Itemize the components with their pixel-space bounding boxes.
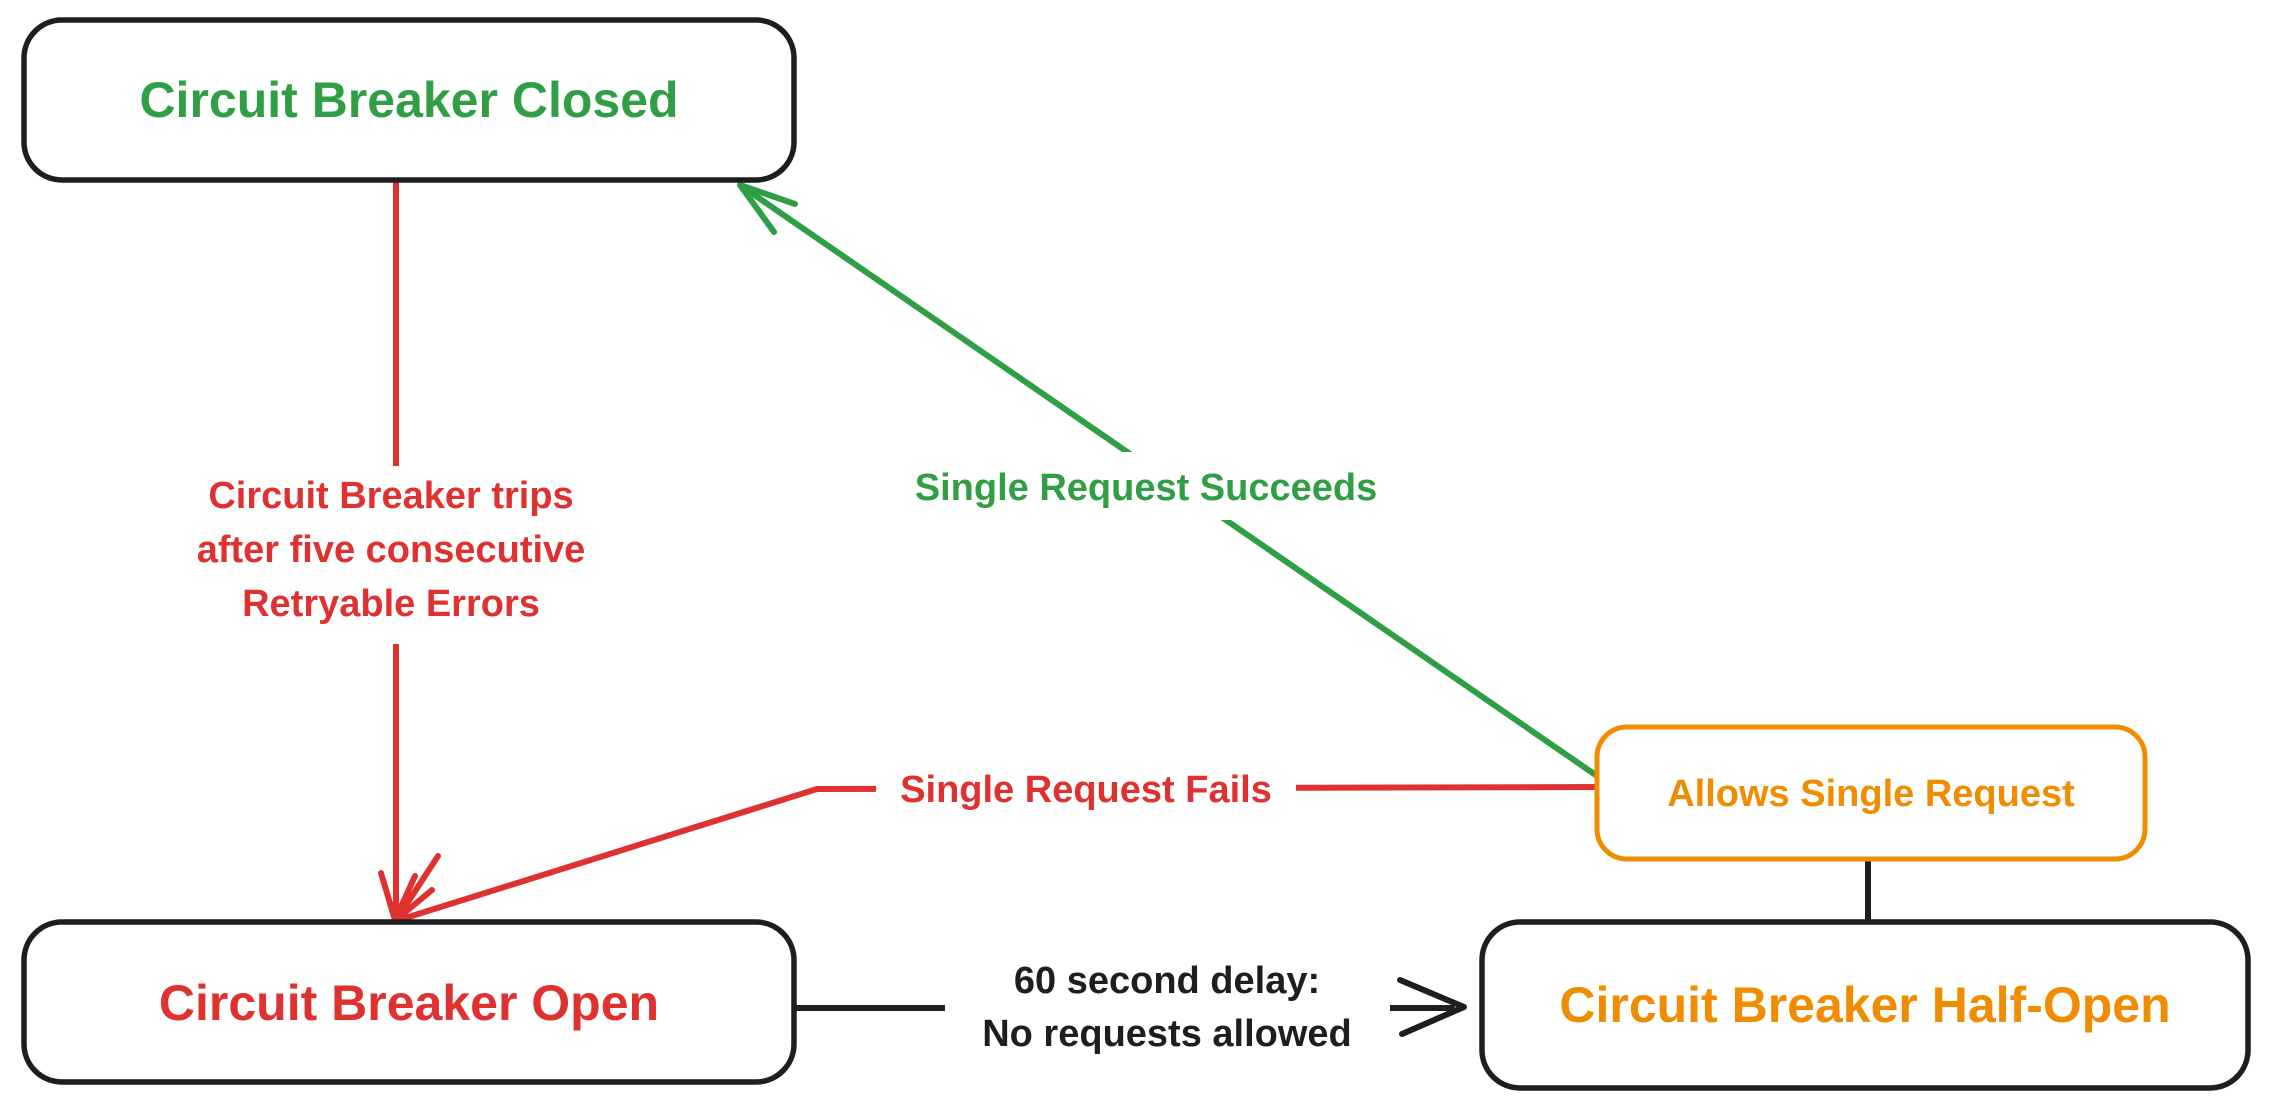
edge-delay-label-line2: No requests allowed	[982, 1013, 1352, 1055]
node-closed: Circuit Breaker Closed	[21, 17, 797, 183]
succeeds-label-bg	[900, 452, 1392, 520]
node-open: Circuit Breaker Open	[21, 919, 797, 1085]
node-half-open-box	[1479, 919, 2251, 1091]
node-allows-single-request-label: Allows Single Request	[1667, 773, 2075, 815]
node-allows-single-request: Allows Single Request	[1594, 724, 2148, 862]
node-half-open-label: Circuit Breaker Half-Open	[1559, 977, 2170, 1033]
node-closed-box	[21, 17, 797, 183]
fails-label-bg	[876, 756, 1296, 820]
edge-trips-label-line2: after five consecutive	[197, 529, 586, 571]
delay-label-bg	[945, 953, 1390, 1063]
node-closed-label: Circuit Breaker Closed	[139, 72, 678, 128]
succeeds-arrowhead-icon	[737, 182, 798, 235]
edge-fails-line	[396, 784, 1603, 923]
edge-delay-label-line1: 60 second delay:	[1014, 960, 1320, 1002]
node-half-open: Circuit Breaker Half-Open	[1479, 919, 2251, 1091]
fails-arrowhead-icon	[394, 853, 441, 922]
edge-trips-label-line1: Circuit Breaker trips	[208, 475, 573, 517]
delay-arrowhead-icon	[1397, 977, 1467, 1037]
edge-succeeds-label: Single Request Succeeds	[915, 467, 1378, 509]
node-open-label: Circuit Breaker Open	[159, 975, 659, 1031]
node-open-box	[21, 919, 797, 1085]
node-allows-single-request-box	[1594, 724, 2148, 862]
trips-label-bg	[162, 466, 620, 644]
edge-trips-label-line3: Retryable Errors	[242, 583, 540, 625]
edge-fails-label: Single Request Fails	[900, 769, 1272, 811]
